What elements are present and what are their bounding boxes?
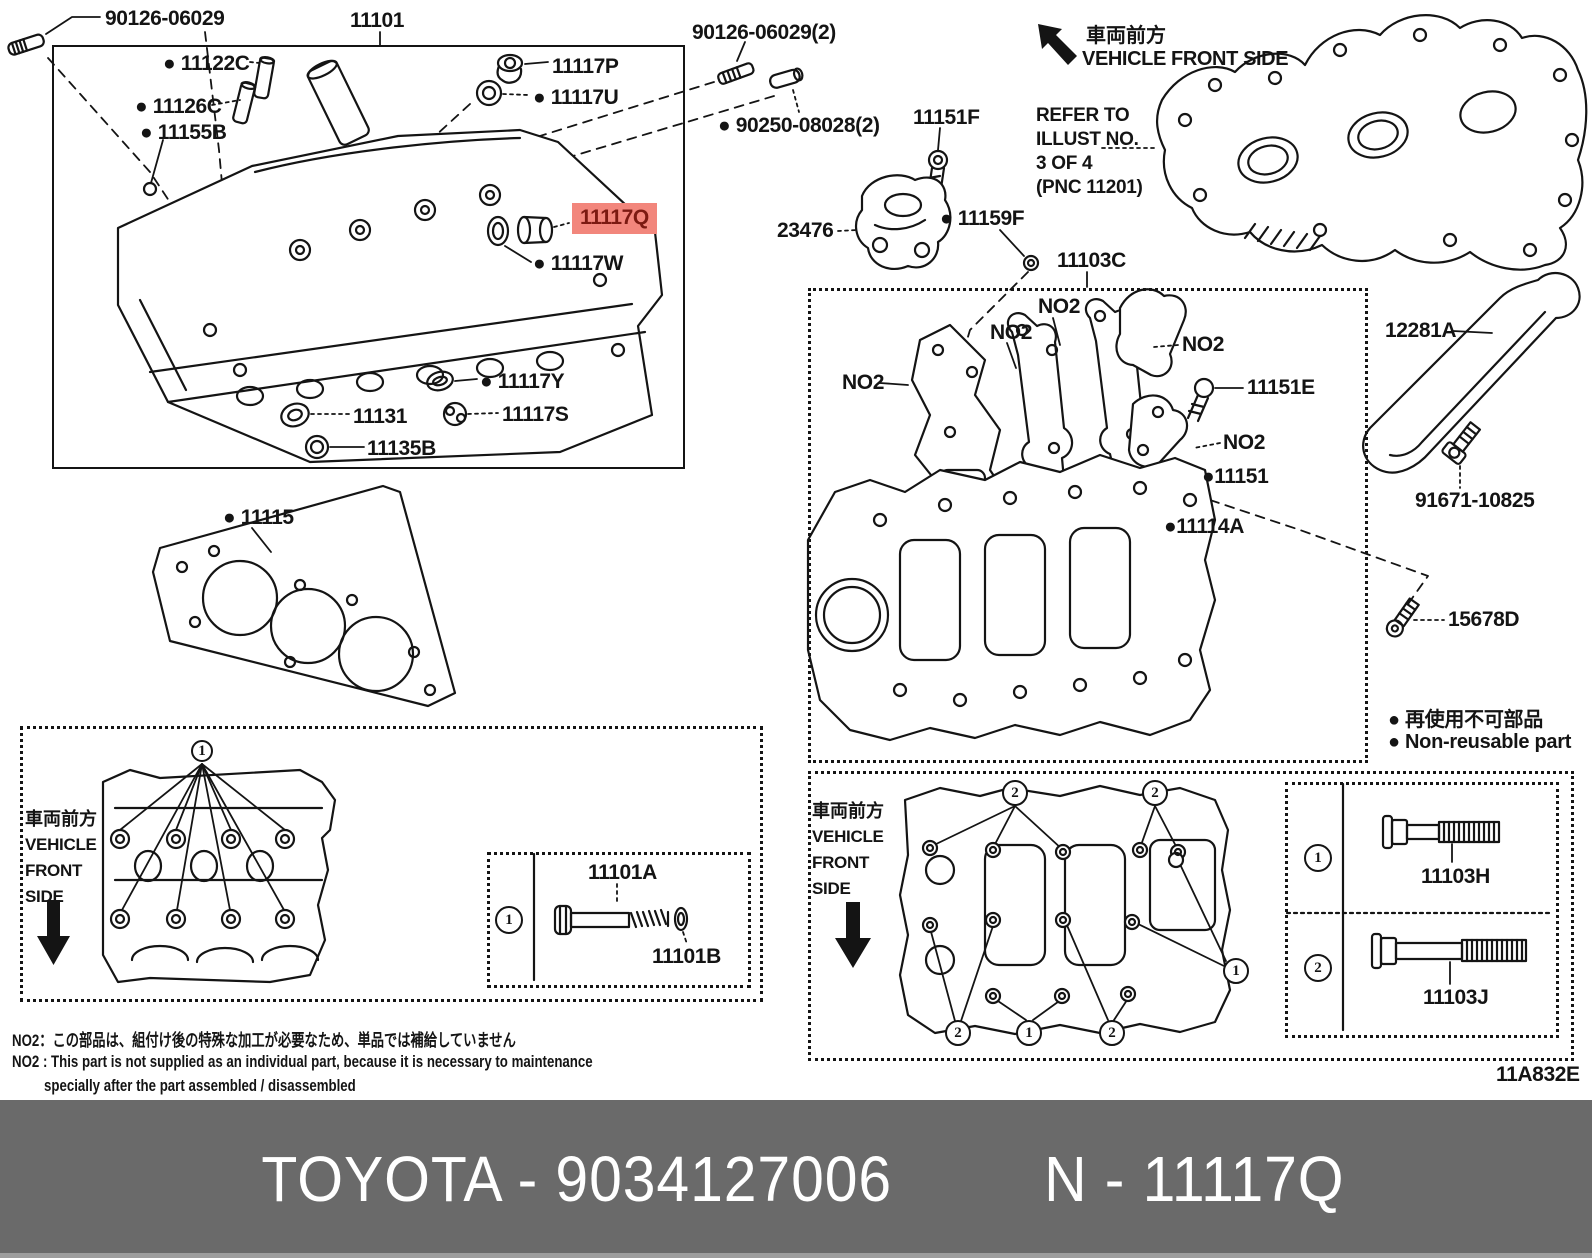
part-label-11155b: ● 11155B [140, 121, 227, 144]
bolt-legend-panel [1285, 782, 1559, 1038]
callout-1: 1 [191, 740, 213, 762]
part-label-12281a: 12281A [1385, 319, 1457, 342]
block-bottom-view-drawing [898, 784, 1232, 1036]
up-left-arrow-icon [1038, 24, 1077, 65]
part-label-23476: 23476 [777, 219, 834, 242]
vehicle-front-line1: VEHICLE [812, 827, 884, 846]
vehicle-front-jp: 車両前方 [812, 801, 884, 821]
part-label-11101a: 11101A [588, 861, 657, 884]
diagram-line-art [7, 14, 1588, 1036]
no2-label: NO2 [990, 321, 1032, 344]
part-label-90250-08028-2: ● 90250-08028(2) [718, 114, 880, 137]
part-label-11117u: ● 11117U [533, 86, 619, 109]
vehicle-front-line3: SIDE [25, 887, 64, 906]
callout-2: 2 [1142, 780, 1168, 806]
part-label-15678d: 15678D [1448, 608, 1520, 631]
part-label-11101b: 11101B [652, 945, 721, 968]
part-label-11117y: ● 11117Y [480, 370, 565, 393]
callout-1: 1 [1304, 844, 1332, 872]
no2-note-en1: NO2 : This part is not supplied as an in… [12, 1052, 593, 1071]
head-bolt-drawing [532, 852, 689, 982]
part-label-90126-06029-2: 90126-06029(2) [692, 21, 836, 44]
bracket-23476-drawing [837, 174, 952, 271]
leader-90126a [45, 16, 101, 35]
head-stud-drawing [7, 33, 45, 56]
refer-note-line4: (PNC 11201) [1036, 177, 1143, 198]
bolt-91671-drawing [1441, 421, 1482, 465]
part-label-11114a: ●11114A [1164, 515, 1244, 538]
cylinder-head-drawing [116, 128, 664, 464]
part-label-11117w: ● 11117W [533, 252, 624, 275]
vehicle-front-line2: FRONT [812, 853, 870, 872]
callout-2: 2 [1099, 1020, 1125, 1046]
footer-banner: TOYOTA - 9034127006 N - 11117Q [0, 1100, 1592, 1258]
cylinder-head-box [52, 45, 685, 469]
part-label-11122c: ● 11122C [163, 52, 250, 75]
part-label-11135b: 11135B [367, 437, 436, 460]
part-label-90126-06029: 90126-06029 [105, 7, 225, 30]
part-label-11159f: ● 11159F [940, 207, 1025, 230]
part-label-11115: ● 11115 [223, 506, 294, 529]
part-label-11117q-highlighted: 11117Q [572, 203, 657, 234]
part-label-11151e: 11151E [1247, 376, 1315, 399]
vehicle-front-jp: 車両前方 [25, 809, 97, 829]
part-label-11103j: 11103J [1423, 986, 1489, 1009]
drawing-code: 11A832E [1496, 1063, 1580, 1086]
no2-note-jp: NO2：この部品は、組付け後の特殊な加工が必要なため、単品では補給していません [12, 1031, 516, 1050]
down-arrow-icon-left [37, 900, 70, 965]
callout-1: 1 [1223, 958, 1249, 984]
vehicle-front-jp: 車両前方 [1086, 25, 1166, 47]
part-label-11151f: 11151F [913, 106, 980, 129]
part-label-11103h: 11103H [1421, 865, 1490, 888]
drain-plug-11117q-drawing [486, 215, 570, 263]
vehicle-front-line3: SIDE [812, 879, 851, 898]
part-label-11131: 11131 [353, 405, 408, 428]
part-label-11117p: 11117P [552, 55, 619, 78]
bedplate-drawing [806, 453, 1217, 742]
refer-note-line1: REFER TO [1036, 105, 1130, 126]
head-gasket-drawing [151, 484, 457, 708]
bolt-15678d-drawing [1385, 597, 1420, 638]
part-label-11101: 11101 [350, 9, 405, 32]
part-label-11117s: 11117S [502, 403, 569, 426]
callout-2: 2 [1002, 780, 1028, 806]
refer-note-line2: ILLUST NO. [1036, 129, 1139, 150]
callout-1: 1 [1016, 1020, 1042, 1046]
callout-2: 2 [945, 1020, 971, 1046]
non-reusable-legend-en: ● Non-reusable part [1388, 731, 1572, 753]
vehicle-front-line1: VEHICLE [25, 835, 97, 854]
part-label-11126c: ● 11126C [135, 95, 222, 118]
vehicle-front-line2: FRONT [25, 861, 83, 880]
head-top-view-drawing [101, 763, 337, 984]
small-plug-drawings [280, 370, 499, 460]
footer-brand-part-number: TOYOTA - 9034127006 [261, 1143, 893, 1215]
part-label-91671-10825: 91671-10825 [1415, 489, 1535, 512]
part-label-11151: ●11151 [1202, 465, 1269, 488]
ring-11159f-11103c-drawing [937, 229, 1088, 438]
no2-label: NO2 [1223, 431, 1265, 454]
crankcase-box [808, 288, 1368, 763]
footer-part-code: N - 11117Q [1044, 1143, 1345, 1215]
valve-cover-drawing [1101, 14, 1588, 271]
refer-note-line3: 3 OF 4 [1036, 153, 1093, 174]
no2-label: NO2 [842, 371, 884, 394]
callout-1: 1 [495, 906, 523, 934]
no2-label: NO2 [1038, 295, 1080, 318]
head-bolt-inset-box [487, 852, 751, 988]
valve-guide-drawings [142, 55, 370, 197]
vehicle-front-en: VEHICLE FRONT SIDE [1082, 48, 1289, 70]
callout-2: 2 [1304, 954, 1332, 982]
block-bolt-tightening-box [808, 771, 1574, 1061]
part-label-11103c: 11103C [1057, 249, 1126, 272]
down-arrow-icon-right [835, 902, 871, 968]
head-bolt-tightening-box [20, 726, 763, 1002]
non-reusable-legend-jp: ● 再使用不可部品 [1388, 709, 1543, 731]
chain-tensioner-plate-drawing [1362, 271, 1581, 474]
bolt-table-drawing [1285, 782, 1553, 1032]
no2-label: NO2 [1182, 333, 1224, 356]
no2-note-en2: specially after the part assembled / dis… [44, 1076, 356, 1095]
